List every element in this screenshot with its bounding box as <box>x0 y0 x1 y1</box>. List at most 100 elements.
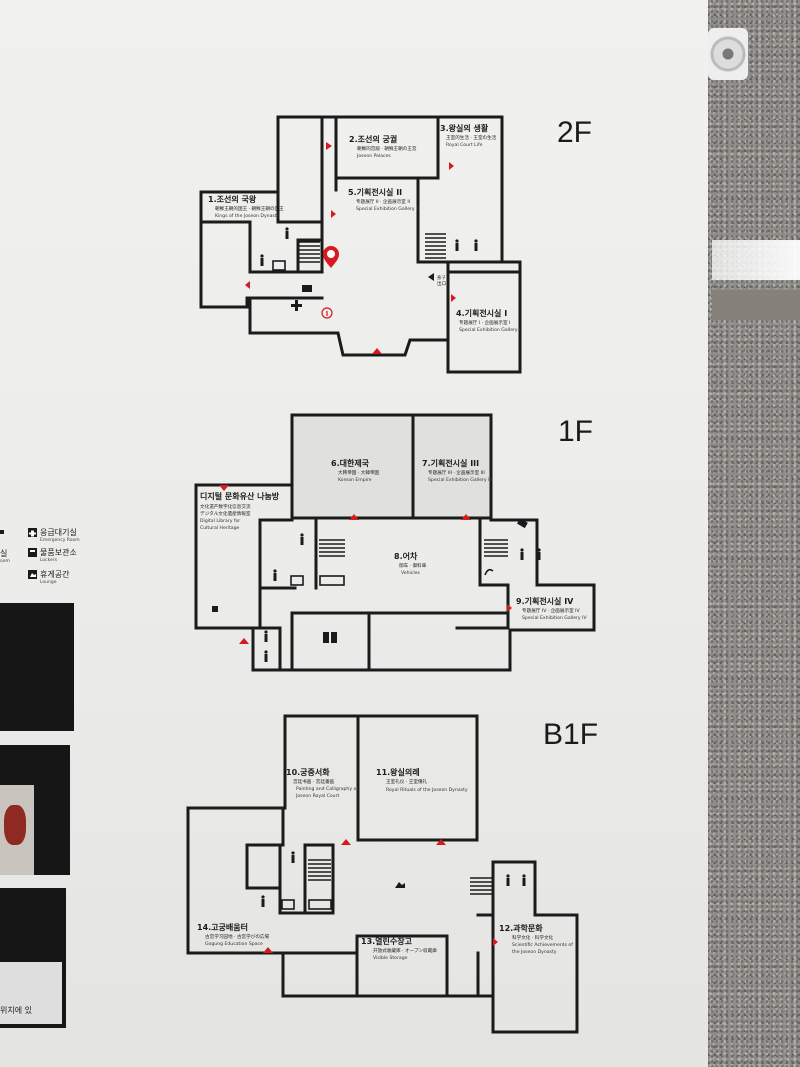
svg-text:专题展厅 III · 企画展示室 III: 专题展厅 III · 企画展示室 III <box>428 469 485 476</box>
water-fountain-icon <box>484 568 494 576</box>
air-vent-icon <box>708 28 748 80</box>
svg-text:宫廷书画 · 宮廷書画: 宫廷书画 · 宮廷書画 <box>293 778 335 785</box>
svg-text:the Joseon Dynasty: the Joseon Dynasty <box>512 949 557 955</box>
svg-text:9.기획전시실 IV: 9.기획전시실 IV <box>516 596 574 606</box>
floor-label-b1f: B1F <box>543 718 598 751</box>
arrow-icon <box>263 947 273 953</box>
svg-text:13.열린수장고: 13.열린수장고 <box>361 936 413 946</box>
arrow-icon <box>449 162 454 170</box>
floor-b1f-walls-br <box>476 951 495 998</box>
arrow-icon <box>451 294 456 302</box>
svg-text:Lounge: Lounge <box>40 579 57 585</box>
floor-1f-walls-left <box>251 518 297 672</box>
room-3-royal-court-life: 3.왕실의 생활 王室的生活 · 王室の生活 Royal Court Life <box>440 123 497 148</box>
svg-text:Royal Court Life: Royal Court Life <box>446 142 483 148</box>
room-14-education: 14.고궁배움터 古宫学习园地 · 古宮学びの広場 Gogung Educati… <box>197 922 270 947</box>
room-4-special-gallery-1: 4.기획전시실 I 专题展厅 I · 企画展示室 I Special Exhib… <box>456 308 520 333</box>
svg-text:Joseon Palaces: Joseon Palaces <box>356 153 391 159</box>
svg-text:Kings of the Joseon Dynasty: Kings of the Joseon Dynasty <box>215 213 280 219</box>
svg-text:11.왕실의례: 11.왕실의례 <box>376 767 420 777</box>
svg-text:Royal Rituals of the Joseon Dy: Royal Rituals of the Joseon Dynasty <box>386 787 468 793</box>
svg-text:휴게공간: 휴게공간 <box>40 569 70 579</box>
room-11-royal-rituals: 11.왕실의례 王室礼仪 · 王室儀礼 Royal Rituals of the… <box>376 767 468 793</box>
arrow-icon <box>372 348 382 354</box>
svg-text:5.기획전시실 II: 5.기획전시실 II <box>348 187 402 197</box>
svg-text:Emergency Room: Emergency Room <box>40 537 80 543</box>
arrow-icon <box>245 281 250 289</box>
svg-text:응급대기실: 응급대기실 <box>40 527 77 537</box>
svg-text:出口: 出口 <box>437 280 447 287</box>
svg-text:Joseon Royal Court: Joseon Royal Court <box>295 793 339 799</box>
facility-legend: 실 oom 응급대기실 Emergency Room 물품보관소 Lockers… <box>0 527 80 585</box>
svg-text:Special Exhibition Gallery IV: Special Exhibition Gallery IV <box>522 615 587 621</box>
floor-1f-outline <box>194 483 596 672</box>
room-13-visible-storage: 13.열린수장고 开放式收藏库 · オープン収蔵庫 Visible Storag… <box>361 936 437 961</box>
svg-text:3.왕실의 생활: 3.왕실의 생활 <box>440 123 489 133</box>
floor-plan-map: 2F 1.조선의 국왕 朝鮮王朝的国王 · 朝鮮王朝の国王 Kings of t… <box>0 115 598 1034</box>
room-9-label: 9.기획전시실 IV 专题展厅 IV · 企画展示室 IV Special Ex… <box>516 596 587 621</box>
svg-text:王室的生活 · 王室の生活: 王室的生活 · 王室の生活 <box>446 134 497 141</box>
floor-b1f: B1F 10.궁중서화 宫廷书画 · 宮廷書画 Painting and Cal… <box>186 714 598 1034</box>
floor-b1f-walls <box>356 714 479 842</box>
svg-text:古宫学习园地 · 古宮学びの広場: 古宫学习园地 · 古宮学びの広場 <box>205 933 270 940</box>
svg-text:디지털 문화유산 나눔방: 디지털 문화유산 나눔방 <box>200 491 280 501</box>
floor-b1f-walls-left <box>245 843 335 915</box>
svg-text:Special Exhibition Gallery II: Special Exhibition Gallery II <box>356 206 419 212</box>
arrow-icon <box>341 839 351 845</box>
svg-text:Vehicles: Vehicles <box>401 570 420 576</box>
room-2-palaces: 2.조선의 궁궐 朝鮮的宫殿 · 朝鮮王朝の王宮 Joseon Palaces <box>349 134 417 159</box>
svg-text:Digital Library for: Digital Library for <box>200 518 240 524</box>
svg-text:专题展厅 IV · 企画展示室 IV: 专题展厅 IV · 企画展示室 IV <box>522 607 580 614</box>
svg-text:王室礼仪 · 王室儀礼: 王室礼仪 · 王室儀礼 <box>386 778 428 785</box>
arrow-icon <box>331 210 336 218</box>
svg-text:大韩帝国 · 大韓帝国: 大韩帝国 · 大韓帝国 <box>338 469 380 476</box>
arrow-icon <box>349 514 359 520</box>
accessible-restroom-icon <box>290 575 304 586</box>
accessible-restroom-icon <box>281 899 295 910</box>
svg-text:开放式收藏库 · オープン収蔵庫: 开放式收藏库 · オープン収蔵庫 <box>373 947 437 954</box>
family-restroom-icon <box>319 575 345 586</box>
water-fountain-icon <box>212 606 218 612</box>
stairs-1f-left <box>319 539 345 557</box>
room-8-vehicles-label: 8.어차 御车 · 御料車 Vehicles <box>394 551 427 576</box>
stairs-2f-left <box>299 241 320 263</box>
svg-text:1.조선의 국왕: 1.조선의 국왕 <box>208 194 257 204</box>
floor-2f-walls <box>276 115 504 264</box>
granite-wall <box>706 0 800 1067</box>
legend-lounge: 휴게공간 Lounge <box>28 569 70 585</box>
floor-b1f-walls-right <box>476 860 579 1034</box>
digital-library-label: 디지털 문화유산 나눔방 文化遗产数字化信息交流 デジタル文化遺産情報室 Dig… <box>200 491 280 531</box>
ceiling-light-reflection <box>712 240 800 280</box>
floor-b1f-outline <box>186 714 480 998</box>
restroom-icon <box>260 227 478 266</box>
floor-2f-inner-walls <box>248 220 522 342</box>
svg-text:8.어차: 8.어차 <box>394 551 418 561</box>
stairs-b1f-left <box>308 859 331 881</box>
room-7-label: 7.기획전시실 III 专题展厅 III · 企画展示室 III Special… <box>422 458 492 483</box>
floor-2f-outline <box>199 115 522 374</box>
room-12-science: 12.과학문화 科学文化 · 科学文化 Scientific Achieveme… <box>499 923 573 955</box>
floor-1f: 1F 6.대한제국 大韩帝国 · 大韓帝国 Korean Empire 7.기획… <box>194 413 596 672</box>
stairs-2f-right <box>425 233 446 259</box>
svg-text:Cultural Heritage: Cultural Heritage <box>200 525 240 531</box>
arrow-icon <box>461 514 471 520</box>
svg-text:7.기획전시실 III: 7.기획전시실 III <box>422 458 479 468</box>
family-restroom-icon <box>308 899 332 910</box>
floor-label-2f: 2F <box>557 116 592 149</box>
floor-label-1f: 1F <box>558 415 593 448</box>
brochure <box>0 785 34 875</box>
room-6-korean-empire <box>290 413 415 520</box>
first-aid-icon <box>291 300 302 311</box>
svg-text:14.고궁배움터: 14.고궁배움터 <box>197 922 248 932</box>
tag-icon <box>517 518 528 529</box>
bottom-partial-text: 위치에 있 <box>0 1005 32 1015</box>
svg-text:朝鮮王朝的国王 · 朝鮮王朝の国王: 朝鮮王朝的国王 · 朝鮮王朝の国王 <box>215 205 284 212</box>
stairs-1f-right <box>484 539 508 557</box>
svg-text:御车 · 御料車: 御车 · 御料車 <box>399 562 427 569</box>
arrow-icon <box>507 604 512 612</box>
info-icon <box>321 307 333 319</box>
svg-text:Special Exhibition Gallery I: Special Exhibition Gallery I <box>459 327 520 333</box>
svg-text:专题展厅 I · 企画展示室 I: 专题展厅 I · 企画展示室 I <box>459 319 510 326</box>
floor-1f-walls-inner <box>314 518 482 590</box>
room-6-label: 6.대한제국 大韩帝国 · 大韓帝国 Korean Empire <box>331 458 380 483</box>
